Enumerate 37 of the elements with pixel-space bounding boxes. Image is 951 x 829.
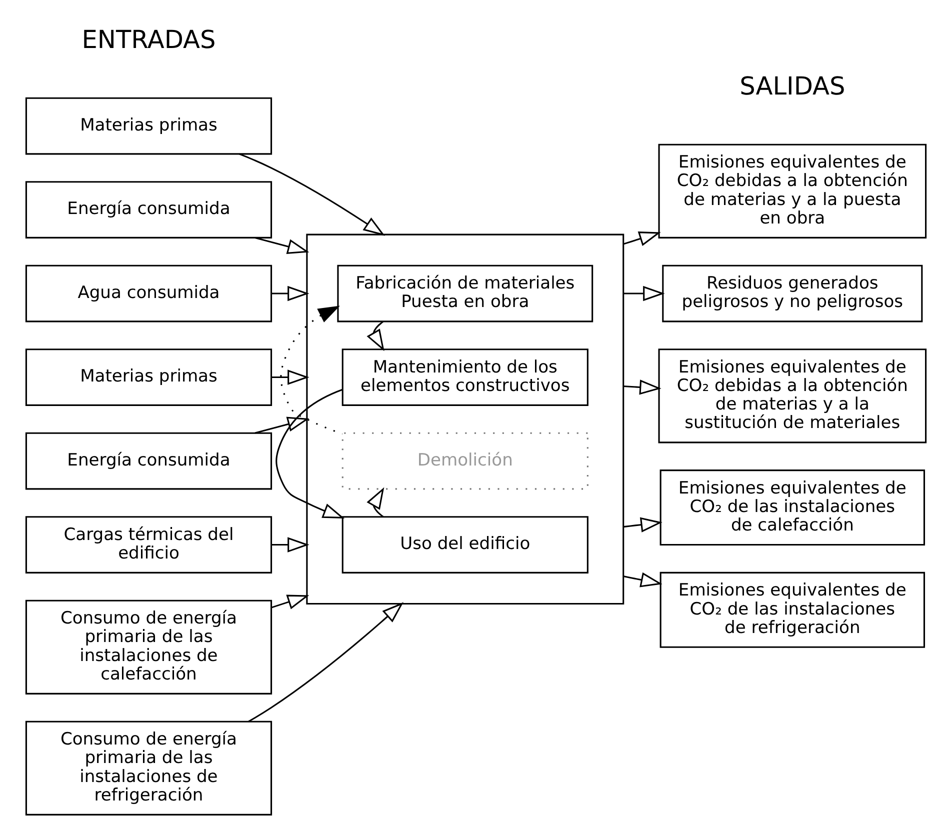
arrow — [622, 232, 660, 246]
node-box: Consumo de energía primaria de las instalaciones de calefacción — [24, 600, 272, 694]
arrow — [622, 517, 662, 532]
arrow — [270, 594, 309, 610]
node-box: Emisiones equivalentes de CO₂ debidas a la obtención de materias y a la sustitución de materiales — [658, 348, 926, 444]
arrow — [270, 286, 309, 302]
node-box: Fabricación de materiales Puesta en obra — [336, 264, 593, 322]
node-box: Materias primas — [24, 348, 272, 406]
arrow — [622, 286, 664, 302]
node-box: Materias primas — [24, 97, 272, 155]
cluster — [306, 234, 624, 604]
node-box: Uso del edificio — [341, 516, 588, 574]
node-box: Emisiones equivalentes de CO₂ debidas a la obtención de materias y a la puesta en obra — [658, 144, 926, 238]
node-box: Cargas térmicas del edificio — [24, 516, 272, 574]
node-box: Residuos generados peligrosos y no peligrosos — [662, 264, 922, 322]
node-box: Energía consumida — [24, 181, 272, 238]
arrow — [254, 237, 309, 254]
arrow — [270, 537, 309, 552]
node-box: Energía consumida — [24, 432, 272, 490]
label: ENTRADAS — [81, 25, 216, 54]
label: SALIDAS — [739, 72, 845, 101]
arrow — [622, 380, 661, 395]
arrow — [270, 370, 309, 385]
node-box: Agua consumida — [24, 264, 272, 322]
node-box: Consumo de energía primaria de las instalaciones de refrigeración — [24, 720, 272, 816]
node-box: Emisiones equivalentes de CO₂ de las instalaciones de refrigeración — [659, 572, 925, 648]
arrow — [622, 572, 662, 588]
arrow — [366, 321, 384, 352]
arrow — [275, 388, 344, 518]
arrow — [280, 306, 342, 435]
arrow — [366, 487, 384, 518]
arrow — [238, 153, 385, 236]
node-box: Emisiones equivalentes de CO₂ de las instalaciones de calefacción — [659, 470, 925, 546]
node-box: Demolición — [341, 432, 588, 490]
arrow — [254, 416, 309, 434]
node-box: Mantenimiento de los elementos constructivos — [341, 348, 588, 406]
arrow — [248, 602, 404, 722]
